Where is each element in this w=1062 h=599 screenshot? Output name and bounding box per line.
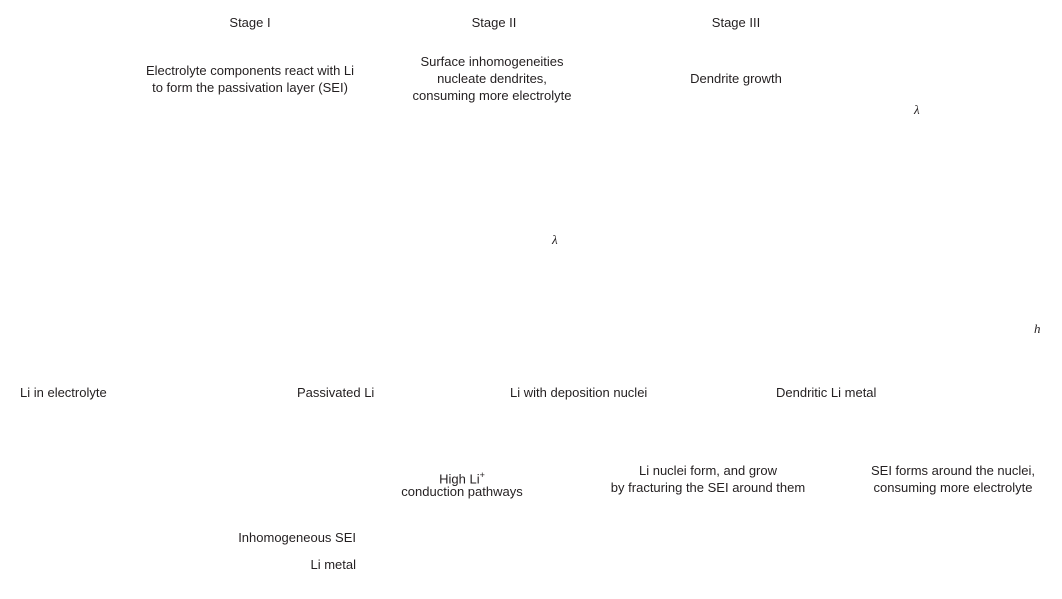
stage-1-curved-arrow <box>185 111 315 156</box>
deposition-nuclei <box>545 295 712 368</box>
molecule-solvent-top <box>202 147 255 188</box>
lambda-label-dendrite: λ <box>914 102 920 117</box>
caption-passivated-li: Passivated Li <box>297 385 375 400</box>
zoom-circle <box>421 326 463 368</box>
nuclei-form-line-1: Li nuclei form, and grow <box>638 463 778 478</box>
height-label: h <box>1034 321 1041 336</box>
stage-1-description-line-2: to form the passivation layer (SEI) <box>152 80 348 95</box>
slab-li-in-electrolyte <box>5 299 259 361</box>
sei-forms-line-2: consuming more electrolyte <box>873 480 1033 495</box>
slab-li-with-nuclei <box>505 254 759 368</box>
molecule-solvent-left <box>32 180 93 216</box>
molecule-carbonate-left <box>56 242 102 310</box>
slab-dendritic-li <box>751 117 1050 365</box>
dendrite-dome <box>842 292 882 318</box>
stage-2-label: Stage II <box>471 15 517 30</box>
stage-3-label: Stage III <box>711 15 761 30</box>
caption-dendritic-li-metal: Dendritic Li metal <box>776 385 877 400</box>
slab-passivated-li <box>255 299 509 368</box>
stage-3-curved-arrow <box>671 111 799 156</box>
cross-section-inhomogeneous-sei <box>356 499 553 585</box>
inhomogeneous-sei-label: Inhomogeneous SEI <box>238 530 356 545</box>
stage-1-description-line-1: Electrolyte components react with Li <box>145 63 355 78</box>
pathways-label-line-1: High Li+ <box>439 470 485 487</box>
lambda-label-nuclei: λ <box>552 232 558 247</box>
caption-li-in-electrolyte: Li in electrolyte <box>20 385 107 400</box>
stage-1-label: Stage I <box>229 15 271 30</box>
li-metal-label: Li metal <box>310 557 356 572</box>
pathways-label-line-2: conduction pathways <box>401 484 523 499</box>
molecule-lithium-salt <box>108 157 181 285</box>
superscript-plus: + <box>479 470 485 480</box>
sei-forms-line-1: SEI forms around the nuclei, <box>870 463 1036 478</box>
stage-2-curved-arrow <box>429 111 557 156</box>
dendrite-column <box>908 295 931 363</box>
stage-2-description-line-3: consuming more electrolyte <box>412 88 572 103</box>
dendrites <box>766 152 1006 346</box>
molecule-carbonate-right <box>206 260 258 314</box>
stage-2-description-line-1: Surface inhomogeneities <box>420 54 564 69</box>
cross-section-nuclei-growth <box>612 514 805 585</box>
cross-section-sei-around-nuclei <box>858 509 1051 585</box>
stage-2-description-line-2: nucleate dendrites, <box>437 71 547 86</box>
caption-li-with-deposition-nuclei: Li with deposition nuclei <box>510 385 648 400</box>
nuclei-form-line-2: by fracturing the SEI around them <box>610 480 806 495</box>
stage-3-description: Dendrite growth <box>690 71 782 86</box>
